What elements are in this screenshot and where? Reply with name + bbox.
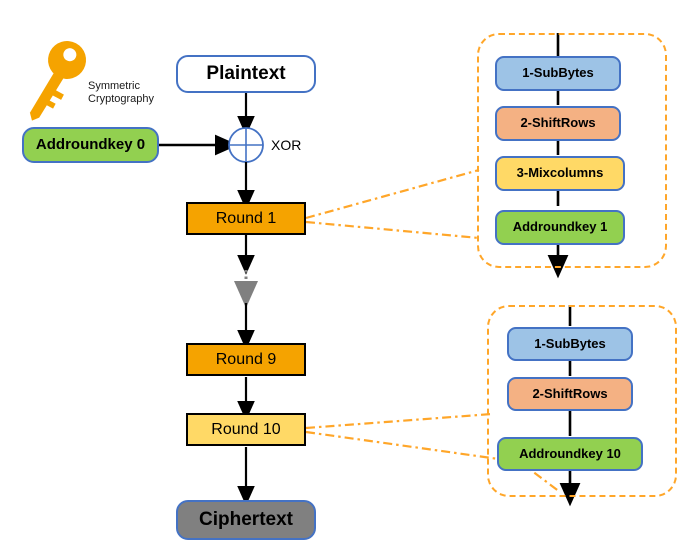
ciphertext-box[interactable]: Ciphertext [176,500,316,540]
xor-label: XOR [271,137,302,153]
step-addroundkey-round10[interactable]: Addroundkey 10 [497,437,643,471]
addroundkey-0-box[interactable]: Addroundkey 0 [22,127,159,163]
round-9-box[interactable]: Round 9 [186,343,306,376]
round-1-detail-panel [477,33,667,268]
round-10-detail-panel [487,305,677,497]
step-mixcolumns-round1[interactable]: 3-Mixcolumns [495,156,625,191]
key-caption-line1: Symmetric [88,80,140,92]
step-subbytes-round1[interactable]: 1-SubBytes [495,56,621,91]
step-addroundkey-round1[interactable]: Addroundkey 1 [495,210,625,245]
plaintext-box[interactable]: Plaintext [176,55,316,93]
xor-operator-icon [228,127,264,163]
key-icon [29,40,87,121]
step-shiftrows-round1[interactable]: 2-ShiftRows [495,106,621,141]
key-caption: Symmetric Cryptography [88,80,154,105]
step-subbytes-round10[interactable]: 1-SubBytes [507,327,633,361]
step-shiftrows-round10[interactable]: 2-ShiftRows [507,377,633,411]
connector-round1-to-panel [305,168,480,240]
round-1-box[interactable]: Round 1 [186,202,306,235]
key-caption-line2: Cryptography [88,92,155,105]
round-10-box[interactable]: Round 10 [186,413,306,446]
